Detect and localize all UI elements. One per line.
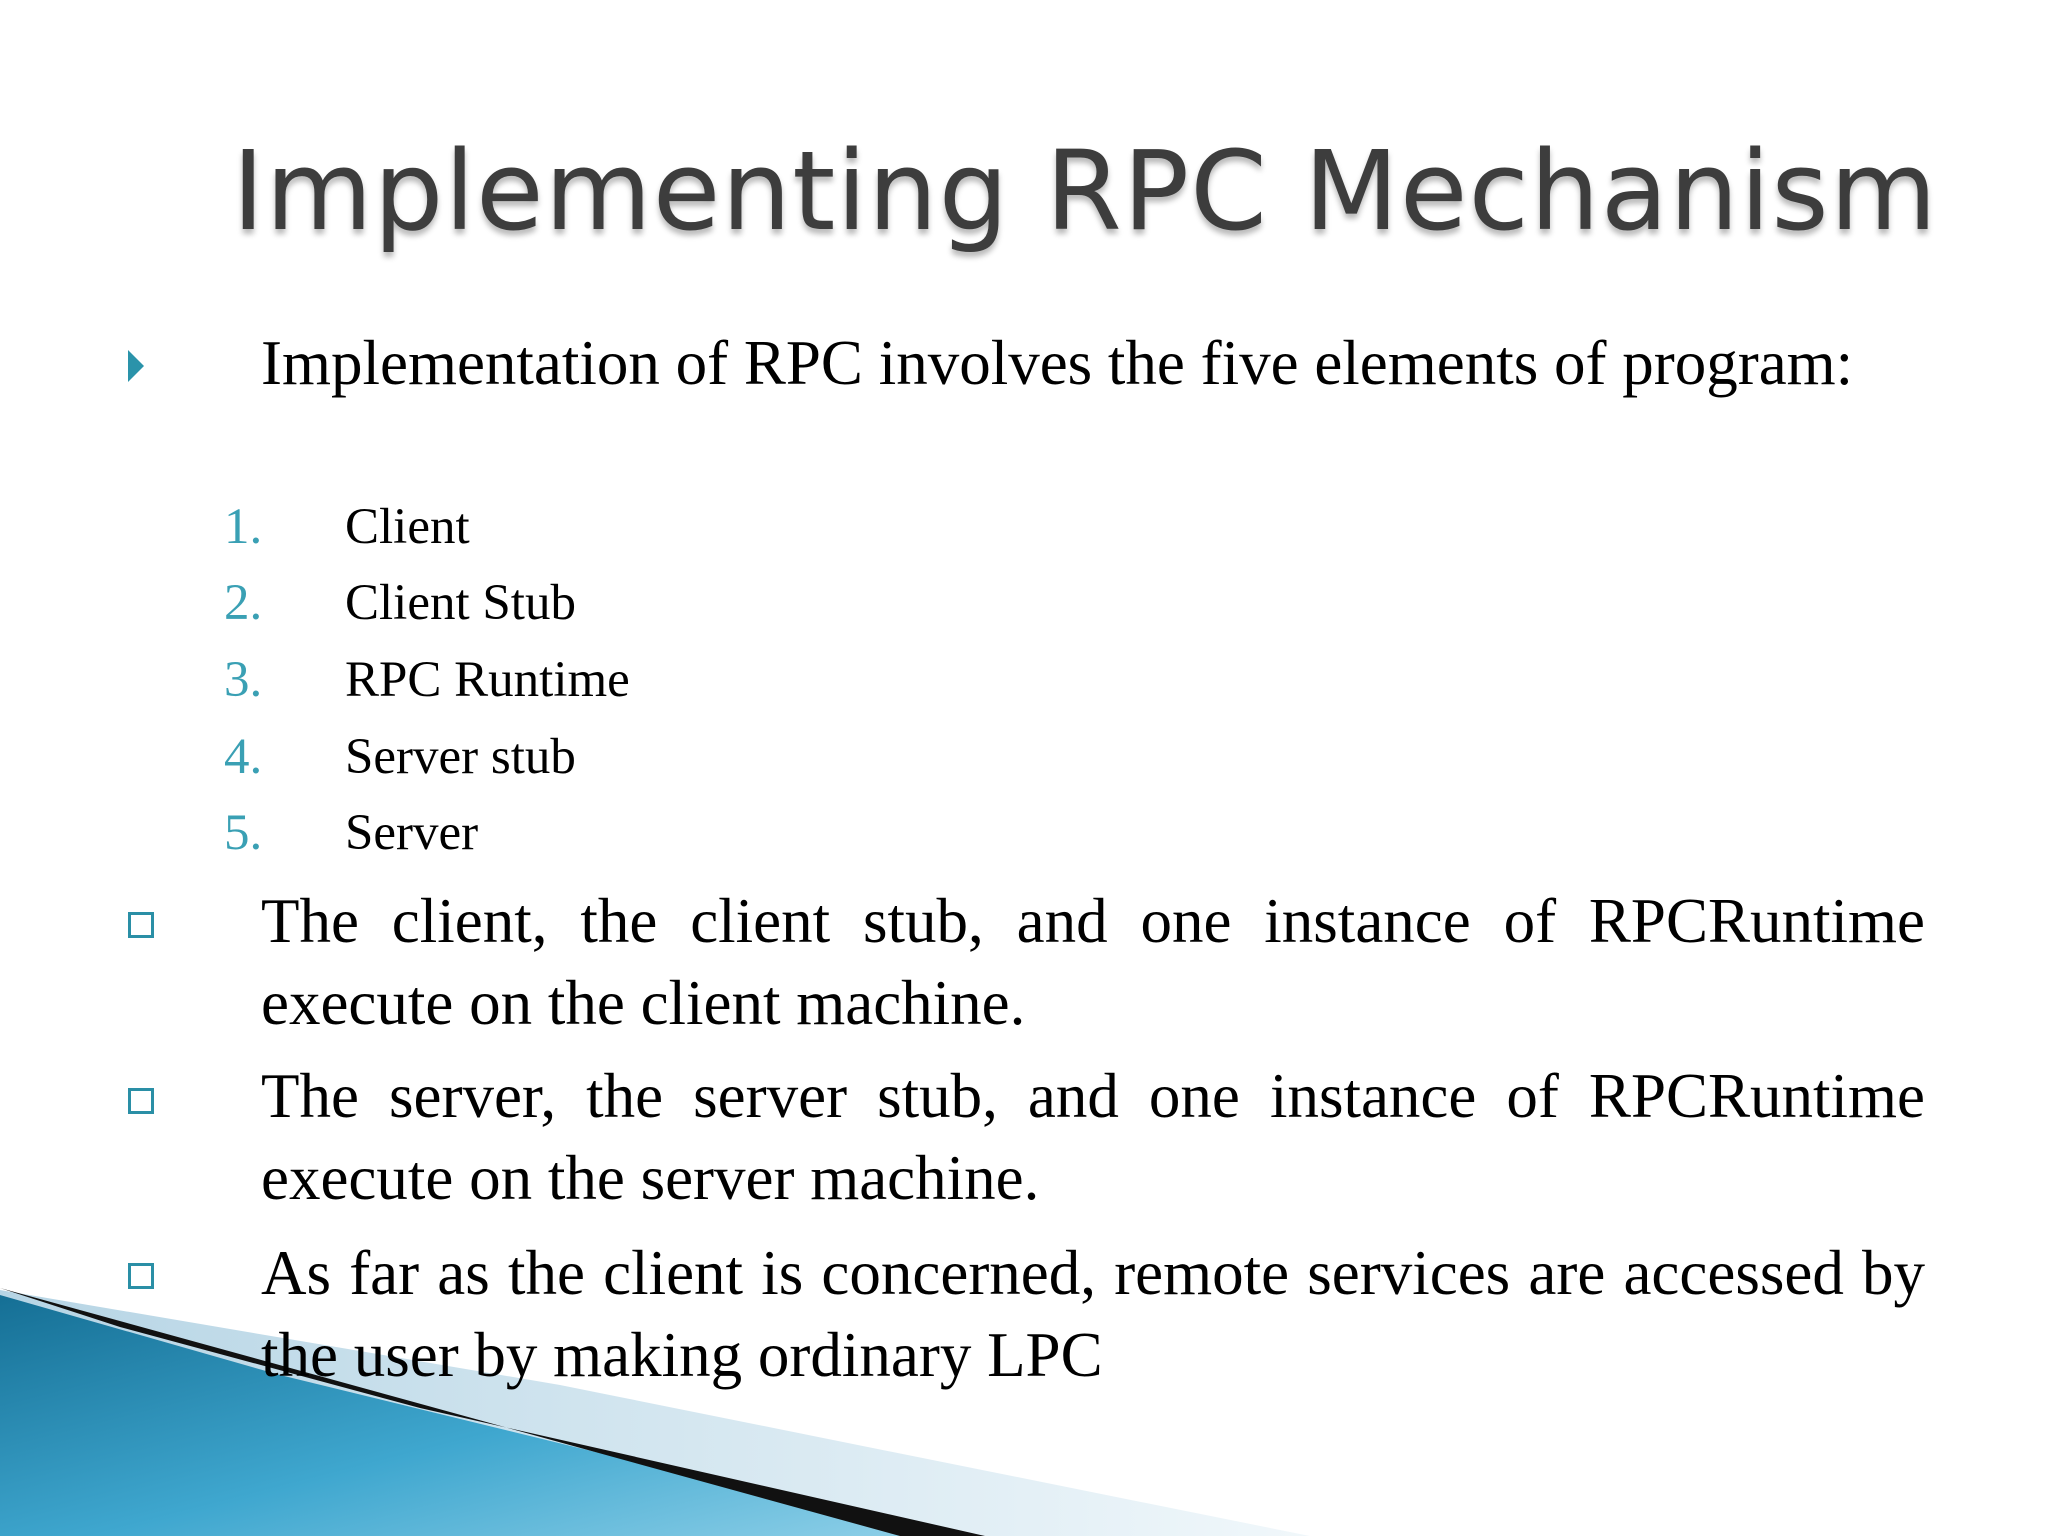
square-bullet-icon [128,1263,154,1289]
triangle-bullet-icon [128,350,144,382]
list-item-client-stub: Client Stub [345,575,576,631]
bullet-text-1: Implementation of RPC involves the five … [261,328,1854,398]
list-number: 1. [224,499,263,555]
list-item-rpc-runtime: RPC Runtime [345,652,630,708]
bullet-text-3: The server, the server stub, and one ins… [261,1061,1925,1213]
list-item-server-stub: Server stub [345,729,576,785]
list-number: 2. [224,575,263,631]
list-item-server: Server [345,805,479,861]
bullet-text-4: As far as the client is concerned, remot… [261,1238,1925,1390]
decor-blue-wedge [0,1295,940,1536]
list-number: 4. [224,729,263,785]
square-bullet-icon [128,912,154,938]
bullet-text-2: The client, the client stub, and one ins… [261,886,1925,1038]
square-bullet-icon [128,1088,154,1114]
list-item-client: Client [345,499,470,555]
list-number: 5. [224,805,263,861]
slide-title: Implementing RPC Mechanism [232,127,1938,255]
list-number: 3. [224,652,263,708]
